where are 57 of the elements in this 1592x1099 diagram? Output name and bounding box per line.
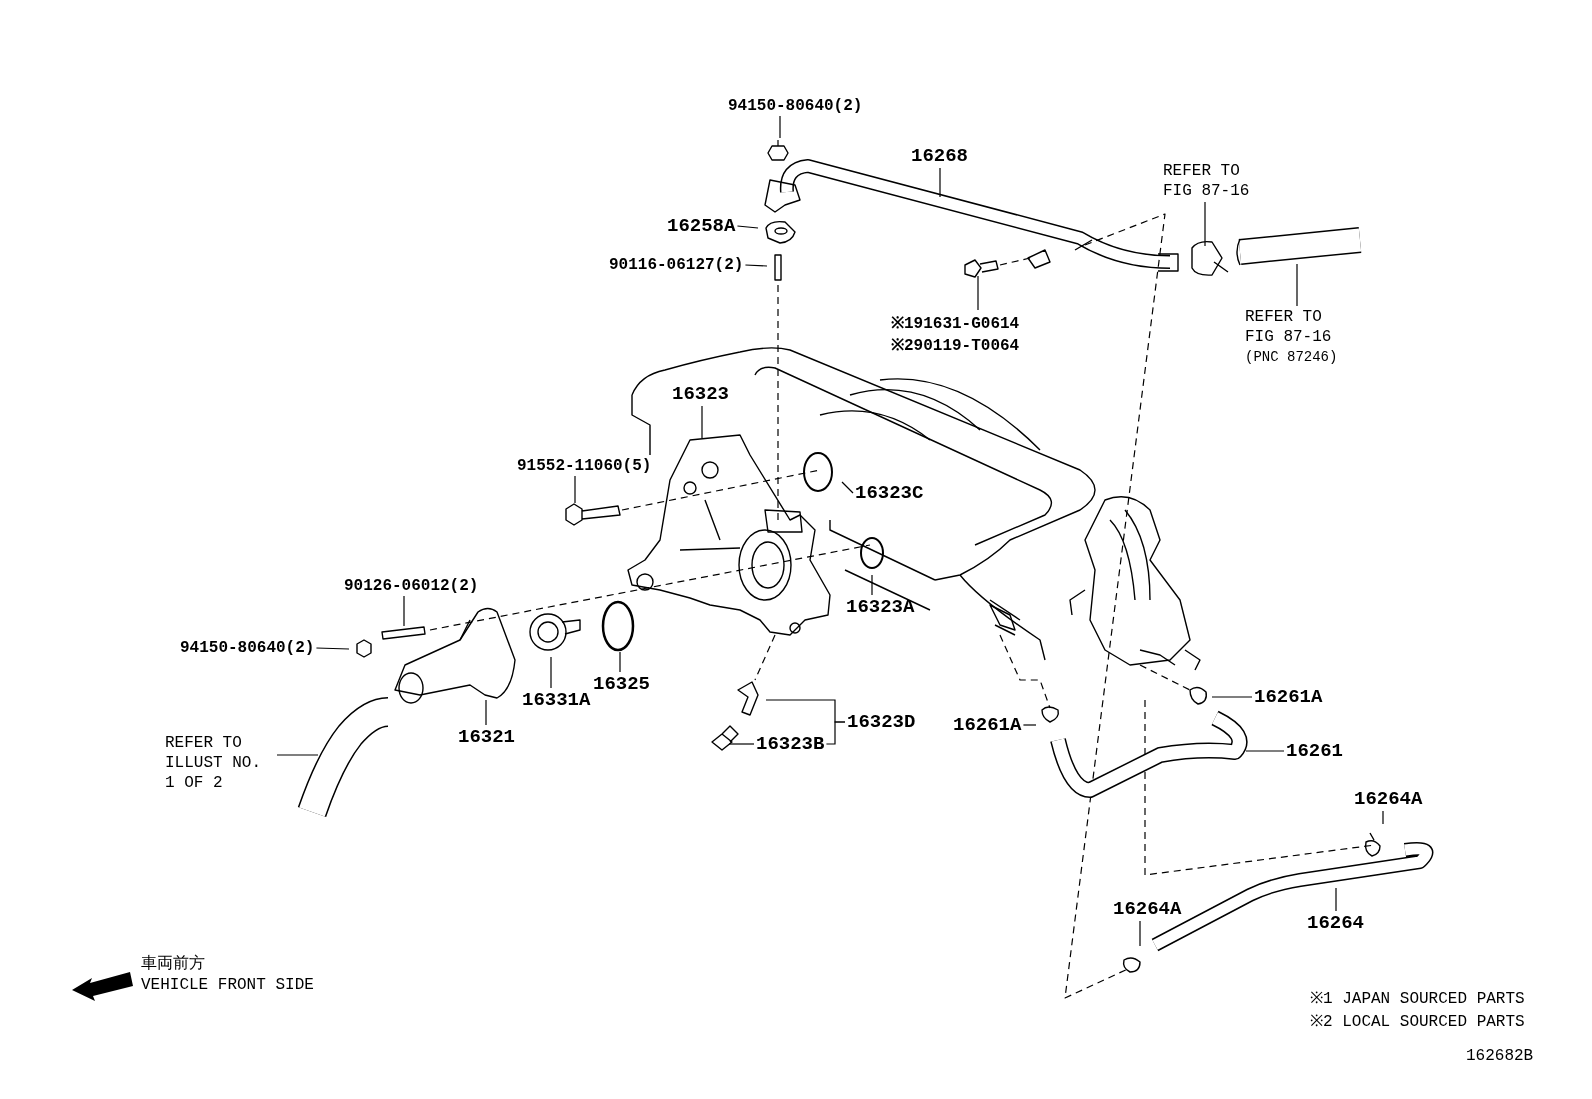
leader-line: [1382, 810, 1384, 825]
leader-line: [871, 574, 873, 596]
leader-line: [1245, 750, 1285, 752]
part-number: 16261A: [953, 714, 1022, 736]
reference-note: (PNC 87246): [1245, 348, 1339, 367]
leader-line: [1204, 201, 1206, 247]
leader-line: [574, 475, 576, 504]
leader-line: [779, 115, 781, 139]
part-number: 16323D: [847, 711, 916, 733]
part-number: 16323A: [846, 596, 915, 618]
direction-label: 車両前方: [141, 953, 205, 974]
part-number: 16323C: [855, 482, 924, 504]
part-number: ※290119-T0064: [891, 336, 1020, 355]
leader-line: [1296, 263, 1298, 307]
leader-line: [276, 754, 319, 756]
note-text: ※2 LOCAL SOURCED PARTS: [1310, 1012, 1525, 1031]
leader-line: [403, 595, 405, 627]
leader-line: [701, 405, 703, 439]
part-number: 16323B: [756, 733, 825, 755]
leader-line: [550, 656, 552, 689]
part-number: 16321: [458, 726, 515, 748]
note-text: ※1 JAPAN SOURCED PARTS: [1310, 989, 1525, 1008]
leader-line: [619, 651, 621, 673]
leader-line: [825, 721, 846, 745]
part-number: 91552-11060(5): [517, 457, 652, 475]
part-number: 16264A: [1354, 788, 1423, 810]
part-number: 16268: [911, 145, 968, 167]
leader-line: [1335, 887, 1337, 912]
reference-note: REFER TO FIG 87-16: [1163, 161, 1251, 201]
part-number: 16325: [593, 673, 650, 695]
direction-label: VEHICLE FRONT SIDE: [141, 976, 314, 994]
drawing-number: 162682B: [1466, 1047, 1534, 1065]
leader-line: [728, 743, 755, 745]
leader-line: [1139, 920, 1141, 947]
part-number: 16264: [1307, 912, 1364, 934]
leader-line: [485, 699, 487, 726]
part-number: 90116-06127(2): [609, 256, 744, 274]
leader-line: [1211, 696, 1253, 698]
part-number: 16323: [672, 383, 729, 405]
reference-note: REFER TO FIG 87-16: [1245, 307, 1333, 347]
part-number: ※191631-G0614: [891, 314, 1020, 333]
part-number: 90126-06012(2): [344, 577, 479, 595]
part-number: 94150-80640(2): [180, 639, 315, 657]
leader-line: [1022, 724, 1037, 726]
part-number: 16261A: [1254, 686, 1323, 708]
leader-line: [736, 225, 759, 229]
part-number: 16264A: [1113, 898, 1182, 920]
leader-line: [939, 167, 941, 198]
leader-line: [977, 275, 979, 311]
part-number: 16258A: [667, 215, 736, 237]
part-number: 94150-80640(2): [728, 97, 863, 115]
leader-line: [841, 481, 854, 494]
part-number: 16331A: [522, 689, 591, 711]
leader-line: [315, 647, 350, 650]
part-number: 16261: [1286, 740, 1343, 762]
leader-line: [744, 264, 768, 267]
reference-note: REFER TO ILLUST NO. 1 OF 2: [165, 733, 262, 793]
